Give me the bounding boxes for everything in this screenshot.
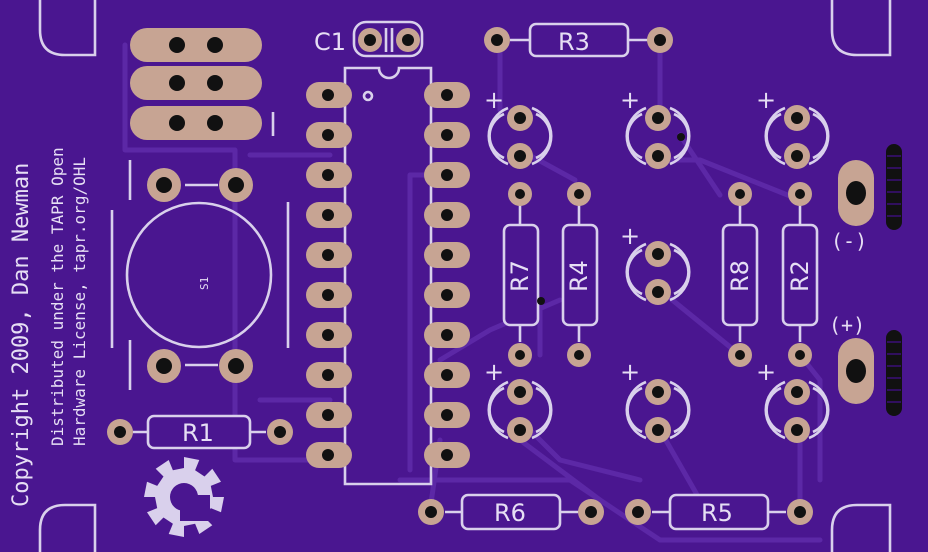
oshw-gear-logo-icon xyxy=(144,457,224,537)
license-line-2: Hardware License, tapr.org/OHL xyxy=(70,157,89,446)
led xyxy=(487,105,553,169)
resistor-r2 xyxy=(781,182,819,367)
led xyxy=(625,241,691,305)
pin-header-3x2 xyxy=(130,28,275,140)
ic-pad-right xyxy=(424,442,470,468)
label-r8: R8 xyxy=(726,260,754,292)
mounting-holes xyxy=(38,0,892,552)
resistor-r8 xyxy=(721,182,759,367)
led-plus-5: + xyxy=(484,358,504,386)
ic-dip28 xyxy=(343,66,433,486)
led-plus-1: + xyxy=(484,86,504,114)
ic-pad-right xyxy=(424,282,470,308)
ic-pad-left xyxy=(306,362,352,388)
via xyxy=(537,297,545,305)
ic-pad-left xyxy=(306,282,352,308)
resistor-r1 xyxy=(107,414,293,450)
ic-pad-right xyxy=(424,242,470,268)
ic-pad-right xyxy=(424,162,470,188)
ic-pads xyxy=(306,82,470,468)
ic-pad-left xyxy=(306,82,352,108)
resistor-r5 xyxy=(625,493,813,531)
led-plus-7: + xyxy=(756,358,776,386)
ic-pad-left xyxy=(306,162,352,188)
label-r7: R7 xyxy=(506,260,534,292)
ic-pad-right xyxy=(424,322,470,348)
ic-pad-left xyxy=(306,122,352,148)
led-plus-4: + xyxy=(620,222,640,250)
label-c1: C1 xyxy=(314,28,346,56)
label-r1: R1 xyxy=(182,419,214,447)
leds xyxy=(487,105,830,443)
ic-pad-left xyxy=(306,442,352,468)
label-r2: R2 xyxy=(786,260,814,292)
led xyxy=(625,105,691,169)
label-r6: R6 xyxy=(494,499,526,527)
label-r3: R3 xyxy=(558,28,590,56)
via xyxy=(677,133,685,141)
led xyxy=(764,379,830,443)
led xyxy=(487,379,553,443)
led-plus-6: + xyxy=(620,358,640,386)
ic-pad-left xyxy=(306,402,352,428)
battery-contacts xyxy=(838,144,902,416)
label-s1: S1 xyxy=(198,277,211,290)
ic-pad-left xyxy=(306,322,352,348)
ic-pad-left xyxy=(306,242,352,268)
led-plus-3: + xyxy=(756,86,776,114)
led xyxy=(625,379,691,443)
led-plus-2: + xyxy=(620,86,640,114)
ic-pad-right xyxy=(424,202,470,228)
ic-pad-right xyxy=(424,122,470,148)
capacitor-c1 xyxy=(352,20,424,58)
resistor-r4 xyxy=(561,182,599,367)
battery-negative-label: (-) xyxy=(831,229,867,253)
license-line-1: Distributed under the TAPR Open xyxy=(48,147,67,446)
switch-s1 xyxy=(110,160,290,390)
resistor-r7 xyxy=(502,182,540,367)
ic-pad-right xyxy=(424,362,470,388)
label-r4: R4 xyxy=(565,260,593,292)
ic-pad-right xyxy=(424,402,470,428)
copyright-text: Copyright 2009, Dan Newman xyxy=(9,163,34,507)
resistor-r3 xyxy=(484,22,673,58)
ic-pad-right xyxy=(424,82,470,108)
label-r5: R5 xyxy=(701,499,733,527)
battery-positive-label: (+) xyxy=(829,313,865,337)
resistor-r6 xyxy=(418,493,604,531)
ic-pad-left xyxy=(306,202,352,228)
led xyxy=(764,105,830,169)
